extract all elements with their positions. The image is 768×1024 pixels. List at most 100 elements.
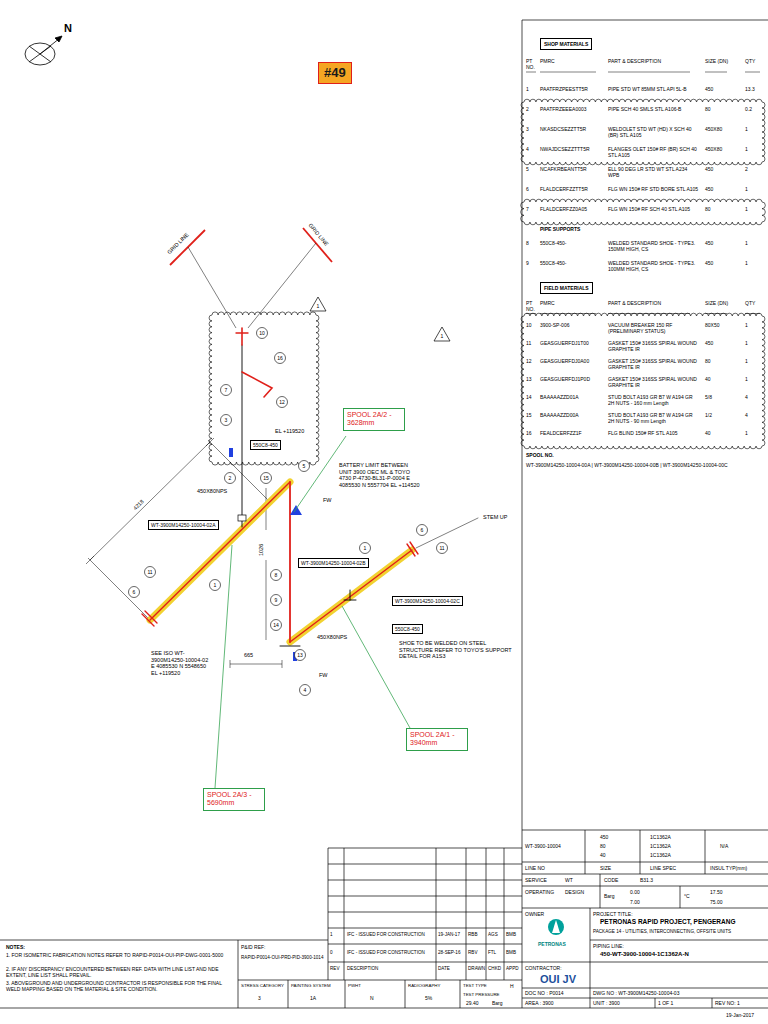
size-cell: 80 bbox=[705, 358, 711, 364]
callout-circle bbox=[129, 587, 140, 598]
callout-marks bbox=[129, 297, 451, 696]
callout-number: 11 bbox=[439, 545, 444, 551]
battery-limit-note: BATTERY LIMIT BETWEEN UNIT 3900 OEC ML &… bbox=[338, 462, 422, 488]
item-number: 5 bbox=[526, 166, 529, 172]
title-block-cell: 80 bbox=[600, 843, 606, 849]
revision-cell: AGS bbox=[488, 932, 498, 938]
revision-cell: APPD bbox=[506, 966, 519, 972]
node-text: SHOP MATERIALS bbox=[544, 41, 588, 47]
callout-number: 7 bbox=[225, 387, 228, 393]
field-weld: FW bbox=[318, 672, 329, 679]
column-header: PART & DESCRIPTION bbox=[608, 58, 661, 64]
revision-cell: 1 bbox=[330, 932, 333, 938]
pipe-run bbox=[142, 328, 478, 646]
revision-cell: IFC - ISSUED FOR CONSTRUCTION bbox=[347, 932, 425, 938]
quantity-cell: 2 bbox=[745, 166, 748, 172]
size-cell: 450 bbox=[705, 240, 713, 246]
revision-triangle bbox=[310, 297, 326, 311]
callout-circle bbox=[257, 328, 268, 339]
revision-cell: DESCRIPTION bbox=[347, 966, 378, 972]
pmrc-code: PAATFRZEEEA0003 bbox=[540, 106, 587, 112]
revision-cloud bbox=[209, 312, 319, 465]
column-header: PMRC bbox=[540, 58, 555, 64]
column-header: SIZE (DN) bbox=[705, 58, 729, 64]
revision-cell: BMB bbox=[506, 932, 516, 938]
title-block-cell: CONTRACTOR: bbox=[525, 965, 562, 971]
spool-box: SPOOL 2A/3 - 5690mm bbox=[203, 788, 265, 811]
pmrc-code: GEASGUERFDJ1T00 bbox=[540, 340, 589, 346]
item-number: 10 bbox=[526, 322, 532, 328]
callout-number: 3 bbox=[225, 417, 228, 423]
pmrc-code: GEASGUERFDJ0A00 bbox=[540, 358, 589, 364]
title-block-cell: 7.00 bbox=[630, 899, 640, 905]
title-block-cell: CODE bbox=[604, 877, 618, 883]
elevation: EL +119520 bbox=[274, 428, 305, 435]
revision-cloud bbox=[521, 199, 766, 225]
support-tag: 550C8-450 bbox=[392, 624, 423, 634]
size-cell: 1/2 bbox=[705, 412, 712, 418]
pmrc-code: GEASGUERFDJ1P0D bbox=[540, 376, 590, 382]
title-block-cell: DWG NO : WT-3900M14250-10004-03 bbox=[593, 990, 679, 996]
spool-box: SPOOL 2A/1 - 3940mm bbox=[406, 728, 468, 751]
node-text: WT-3900M14250-10004-02C bbox=[395, 598, 460, 604]
title-block-cell: °C bbox=[684, 893, 690, 899]
title-block-cell: STRESS CATEGORY bbox=[241, 983, 284, 988]
dimension: 4218 bbox=[132, 498, 145, 511]
revision-triangle bbox=[434, 327, 450, 341]
branch-size: 450X80NPS bbox=[196, 488, 228, 495]
title-block-cell: LINE NO bbox=[525, 865, 545, 871]
part-description: WELDED STANDARD SHOE - TYPE3. 100MM HIGH… bbox=[608, 260, 700, 272]
title-block-cell: Barg bbox=[492, 1000, 503, 1006]
part-description: GASKET 150# 316SS SPIRAL WOUND GRAPHITE … bbox=[608, 340, 700, 352]
spool-list: WT-3900M14250-10004-00A | WT-3900M14250-… bbox=[526, 462, 762, 468]
revision-number: 1 bbox=[317, 303, 320, 309]
pmrc-code: 3900-SP-006 bbox=[540, 322, 569, 328]
part-description: WELDOLET STD WT (HD) X SCH 40 (BR) STL A… bbox=[608, 126, 700, 138]
pmrc-code: NKASDCSEZZTT5R bbox=[540, 126, 586, 132]
callout-number: 13 bbox=[297, 652, 303, 658]
table-header-rules bbox=[526, 72, 760, 314]
item-number: 7 bbox=[526, 206, 529, 212]
size-cell: 450 bbox=[705, 86, 713, 92]
revision-cell: DATE bbox=[438, 966, 450, 972]
quantity-cell: 1 bbox=[745, 126, 748, 132]
title-block-cell: 0.00 bbox=[630, 889, 640, 895]
node-text: 550C8-450 bbox=[253, 442, 278, 448]
item-number: 9 bbox=[526, 260, 529, 266]
title-block-cell: H bbox=[510, 983, 514, 989]
title-block-cell: DOC NO : P0014 bbox=[525, 990, 564, 996]
title-block-cell: REV NO: 1 bbox=[715, 1000, 740, 1006]
title-block-cell: 1A bbox=[310, 995, 316, 1001]
revision-cell: BMB bbox=[506, 950, 516, 956]
quantity-cell: 1 bbox=[745, 240, 748, 246]
section-heading: PIPE SUPPORTS bbox=[540, 226, 580, 232]
pmrc-code: BAAAAAZZD00A bbox=[540, 412, 579, 418]
part-description: FLG WN 150# RF SCH 40 STL A105 bbox=[608, 206, 700, 212]
title-block-cell: PACKAGE 14 - UTILITIES, INTERCONNECTING,… bbox=[593, 929, 731, 935]
title-block-cell: PAINTING SYSTEM bbox=[291, 983, 331, 988]
support-note: SHOE TO BE WELDED ON STEEL STRUCTURE REF… bbox=[398, 640, 520, 660]
revision-cell: CHKD bbox=[488, 966, 501, 972]
node-text: 550C8-450 bbox=[395, 626, 420, 632]
line-number-tag: WT-3900M14250-10004-02C bbox=[392, 596, 463, 606]
pmrc-code: FEALDCERFZZ1F bbox=[540, 430, 582, 436]
grid-line-label: GRID LINE bbox=[166, 232, 190, 256]
pmrc-code: PAATFRZPEESTT5R bbox=[540, 86, 588, 92]
part-description: FLG WN 150# RF STD BORE STL A105 bbox=[608, 186, 700, 192]
pmrc-code: NWAJDCSEZZTTT5R bbox=[540, 146, 590, 152]
north-label: N bbox=[64, 22, 72, 35]
title-block-cell: PROJECT TITLE: bbox=[593, 911, 633, 917]
revision-cell: DRAWN bbox=[468, 966, 485, 972]
title-block-cell: 29.40 bbox=[466, 1000, 479, 1006]
node-text: SPOOL 2A/3 - 5690mm bbox=[207, 791, 261, 808]
part-description: ELL 90 DEG LR STD WT STL A234 WPB bbox=[608, 166, 700, 178]
part-description: STUD BOLT A193 GR B7 W A194 GR 2H NUTS -… bbox=[608, 412, 700, 424]
pmrc-code: NCAFKRBEANTT5R bbox=[540, 166, 587, 172]
column-header: PART & DESCRIPTION bbox=[608, 300, 661, 306]
note-text: 2. IF ANY DISCREPANCY ENCOUNTERED BETWEE… bbox=[6, 966, 234, 978]
callout-number: 9 bbox=[275, 597, 278, 603]
callout-number: 11 bbox=[147, 569, 152, 575]
dimension-lines bbox=[86, 438, 282, 668]
title-block-cell: 1C1362A bbox=[650, 843, 671, 849]
quantity-cell: 1 bbox=[745, 322, 748, 328]
